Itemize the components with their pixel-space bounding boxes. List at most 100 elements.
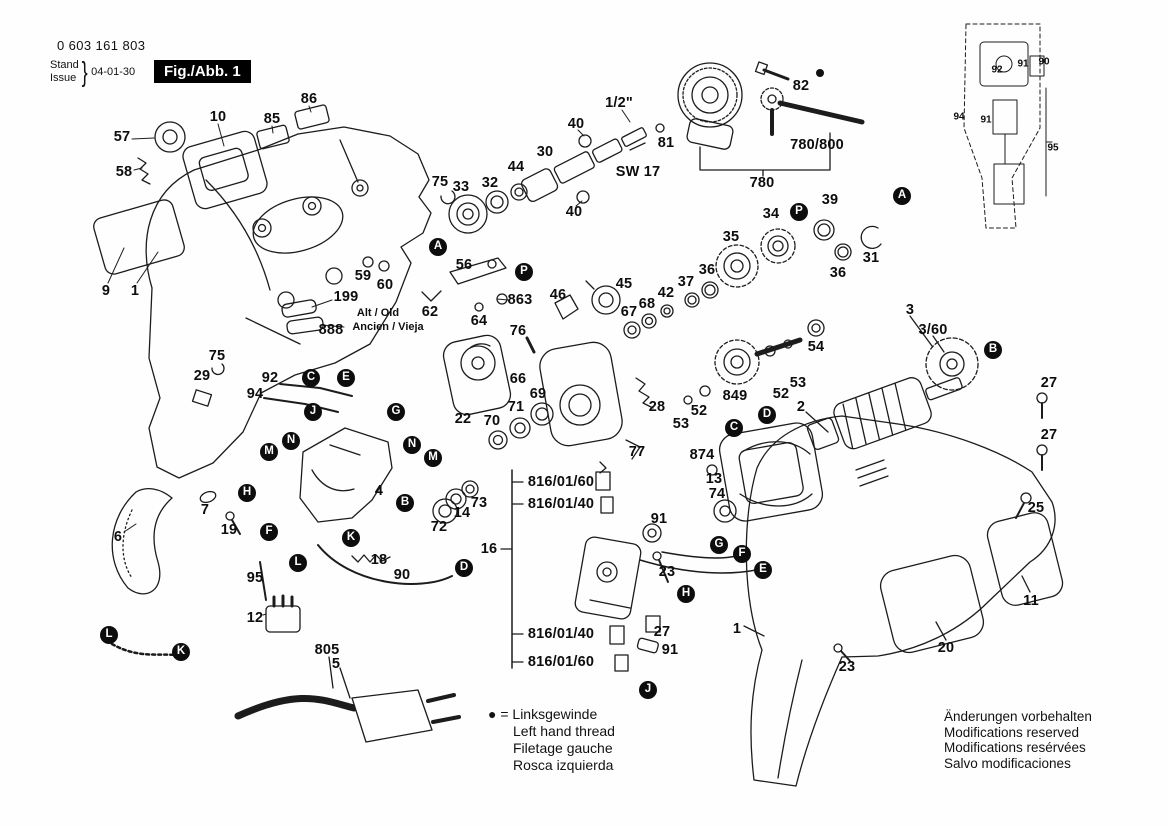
part-label-36: 36 [829, 265, 847, 281]
revision-block: Stand Issue } 04-01-30 [50, 56, 135, 88]
part-label-82: 82 [792, 78, 810, 94]
gear-set-art [684, 219, 882, 308]
issue-label: Issue [50, 72, 77, 84]
part-label-849: 849 [722, 388, 748, 404]
part-label-19: 19 [220, 522, 238, 538]
callout-N: N [403, 436, 421, 454]
housing-right-art [743, 392, 1064, 787]
part-label-13: 13 [705, 471, 723, 487]
part-label-64: 64 [470, 313, 488, 329]
part-label-3-60: 3/60 [918, 322, 948, 338]
part-label-16: 16 [480, 541, 498, 557]
revision-date: 04-01-30 [91, 66, 136, 78]
part-label-67: 67 [620, 304, 638, 320]
part-label-10: 10 [209, 109, 227, 125]
part-label-18: 18 [370, 552, 388, 568]
part-label-57: 57 [113, 129, 131, 145]
part-label-81: 81 [657, 135, 675, 151]
part-label-46: 46 [549, 287, 567, 303]
callout-G: G [387, 403, 405, 421]
part-label-Alt-Old: Alt / Old [356, 307, 400, 319]
callout-F: F [733, 545, 751, 563]
brush-bracket-art [500, 461, 629, 672]
part-label-37: 37 [677, 274, 695, 290]
callout-A: A [429, 238, 447, 256]
stand-label: Stand [50, 59, 79, 71]
part-label-74: 74 [708, 486, 726, 502]
part-label-874: 874 [689, 447, 715, 463]
part-label-22: 22 [454, 411, 472, 427]
part-label-32: 32 [481, 175, 499, 191]
part-label-20: 20 [937, 640, 955, 656]
figure-label: Fig./Abb. 1 [154, 60, 251, 83]
spindle-assembly-art [440, 123, 665, 234]
part-label-780: 780 [749, 175, 775, 191]
part-label-SW-17: SW 17 [615, 164, 661, 180]
callout-P: P [790, 203, 808, 221]
part-label-95: 95 [246, 570, 264, 586]
bearing-rings-art [432, 402, 554, 524]
part-label-71: 71 [507, 399, 525, 415]
part-label-35: 35 [722, 229, 740, 245]
notice-line-fr: Modifications resérvées [944, 740, 1086, 755]
part-label-27: 27 [1040, 427, 1058, 443]
part-label-76: 76 [509, 323, 527, 339]
part-label-53: 53 [789, 375, 807, 391]
part-label-28: 28 [648, 399, 666, 415]
part-label-91: 91 [661, 642, 679, 658]
part-label-54: 54 [807, 339, 825, 355]
part-label-27: 27 [653, 624, 671, 640]
part-label-27: 27 [1040, 375, 1058, 391]
callout-K: K [172, 643, 190, 661]
part-label-5: 5 [331, 656, 341, 672]
callout-E: E [337, 369, 355, 387]
chuck-assembly-art [677, 61, 865, 177]
notice-line-de: Änderungen vorbehalten [944, 709, 1092, 724]
wiring-art [259, 383, 453, 633]
part-label-53: 53 [672, 416, 690, 432]
callout-H: H [677, 585, 695, 603]
callout-D: D [455, 559, 473, 577]
part-label-36: 36 [698, 262, 716, 278]
part-label-12: 12 [246, 610, 264, 626]
legend-line-es: Rosca izquierda [513, 757, 614, 773]
switch-module-art [574, 523, 757, 654]
modifications-notice: Änderungen vorbehalten Modifications res… [944, 709, 1092, 771]
part-label-816-01-40: 816/01/40 [527, 626, 595, 642]
document-number: 0 603 161 803 [57, 38, 146, 53]
left-hand-thread-legend: ● = Linksgewinde Left hand thread Fileta… [488, 706, 615, 774]
part-label-77: 77 [628, 444, 646, 460]
part-label-90: 90 [1038, 56, 1050, 68]
part-label-52: 52 [772, 386, 790, 402]
callout-J: J [304, 403, 322, 421]
part-label-6: 6 [113, 529, 123, 545]
part-label-25: 25 [1027, 500, 1045, 516]
part-label-44: 44 [507, 159, 525, 175]
part-label-70: 70 [483, 413, 501, 429]
top-panels-art [93, 104, 330, 535]
callout-H: H [238, 484, 256, 502]
part-label-92: 92 [991, 64, 1003, 76]
callout-G: G [710, 536, 728, 554]
part-label-4: 4 [374, 483, 384, 499]
notice-line-en: Modifications reserved [944, 724, 1080, 740]
part-label-72: 72 [430, 519, 448, 535]
callout-D: D [758, 406, 776, 424]
part-label-7: 7 [200, 502, 210, 518]
part-label-59: 59 [354, 268, 372, 284]
leader-lines-art [107, 105, 631, 616]
part-label-863: 863 [507, 292, 533, 308]
brace-glyph: } [81, 56, 88, 87]
part-label-Ancien-Vieja: Ancien / Vieja [352, 321, 424, 333]
stator-art [706, 422, 824, 523]
part-label-23: 23 [658, 564, 676, 580]
callout-P: P [515, 263, 533, 281]
part-label-816-01-40: 816/01/40 [527, 496, 595, 512]
part-label-9: 9 [101, 283, 111, 299]
part-label-29: 29 [193, 368, 211, 384]
notice-line-es: Salvo modificaciones [944, 755, 1071, 771]
callout-B: B [984, 341, 1002, 359]
part-label-45: 45 [615, 276, 633, 292]
legend-line-en: Left hand thread [513, 723, 615, 739]
